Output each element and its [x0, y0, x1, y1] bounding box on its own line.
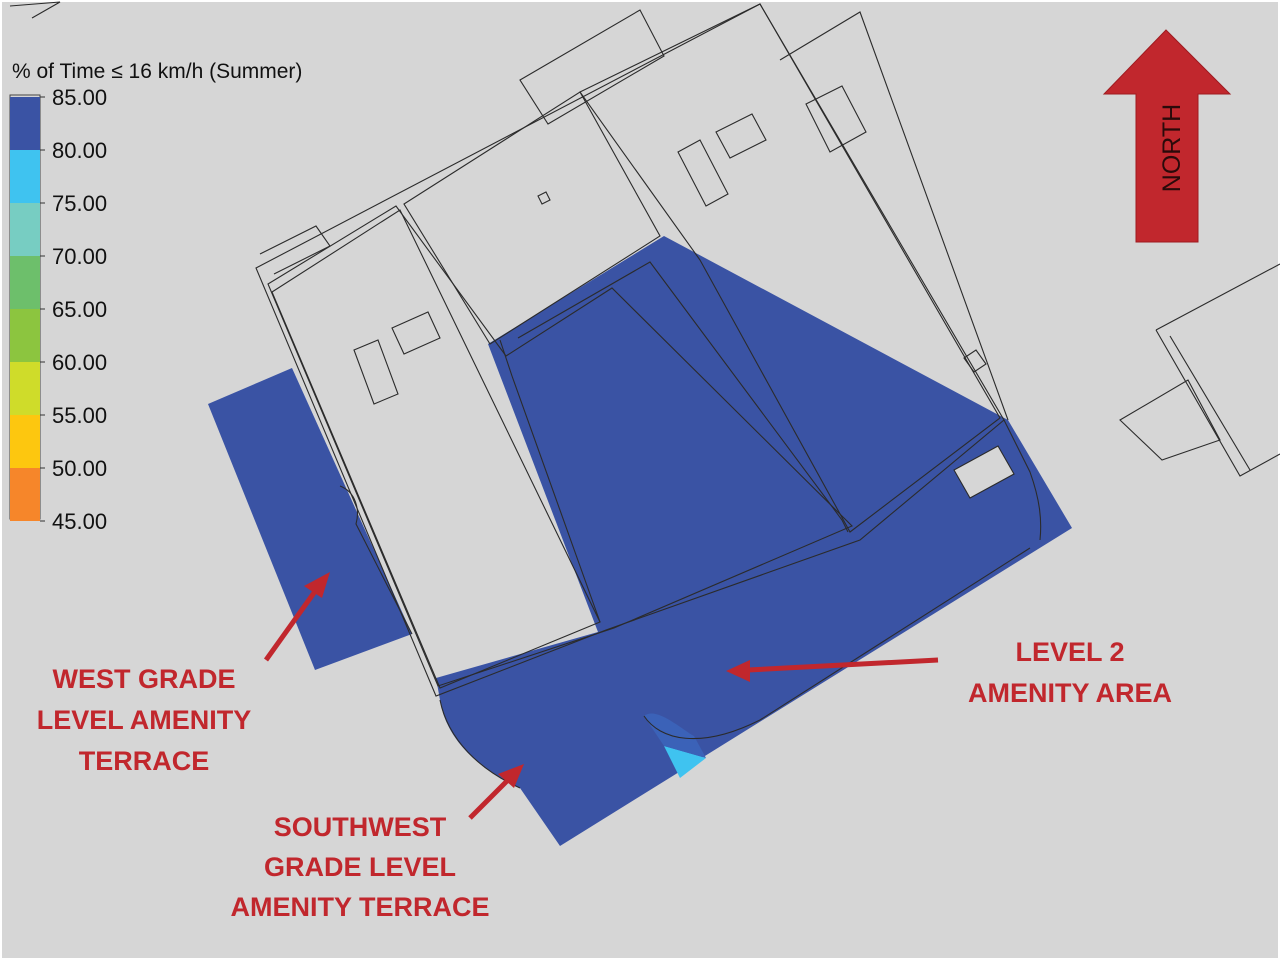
legend-swatch-7 [10, 468, 40, 521]
label-west-line-2: LEVEL AMENITY [37, 705, 252, 735]
wind-zones [208, 236, 1072, 846]
legend-label-7: 50.00 [52, 456, 107, 481]
legend-swatch-0 [10, 97, 40, 150]
legend-swatch-2 [10, 203, 40, 256]
outline-right-building-4 [1169, 335, 1251, 471]
outline-small-box-2 [391, 311, 441, 355]
zone-west-grade-terrace [208, 368, 412, 670]
legend-swatch-4 [10, 309, 40, 362]
label-level2-line-1: LEVEL 2 [1015, 637, 1124, 667]
legend-label-5: 60.00 [52, 350, 107, 375]
outline-middle-wing [403, 91, 661, 345]
label-level2-line-2: AMENITY AREA [968, 678, 1172, 708]
label-southwest-line-3: AMENITY TERRACE [230, 892, 489, 922]
outline-courtyard-edge [499, 339, 601, 623]
label-southwest-line-1: SOUTHWEST [274, 812, 447, 842]
outline-right-building-3 [1155, 329, 1280, 477]
legend-label-2: 75.00 [52, 191, 107, 216]
outline-right-building-1 [1119, 379, 1221, 461]
label-southwest-line-2: GRADE LEVEL [264, 852, 456, 882]
arrow-southwest-head [498, 764, 524, 788]
arrow-west-line [263, 588, 319, 662]
legend-label-8: 45.00 [52, 509, 107, 534]
arrow-west-head [304, 572, 330, 598]
arrow-level2-head [726, 660, 750, 682]
legend-swatch-6 [10, 415, 40, 468]
outline-small-box-4 [715, 113, 767, 159]
outline-west-rail [259, 225, 331, 275]
outline-small-box-1 [353, 339, 399, 405]
outline-stair-box [805, 85, 867, 153]
arrow-southwest-line [468, 778, 510, 820]
legend: % of Time ≤ 16 km/h (Summer) 85.00 80.00 7… [9, 60, 302, 534]
outline-east-tower [779, 11, 1009, 421]
annotation-labels: WEST GRADE LEVEL AMENITY TERRACE SOUTHWE… [37, 637, 1172, 922]
legend-swatch-5 [10, 362, 40, 415]
legend-label-4: 65.00 [52, 297, 107, 322]
north-arrow: NORTH [1102, 29, 1232, 243]
legend-swatches [10, 97, 40, 521]
building-outlines [9, 1, 1280, 789]
annotation-arrows [263, 572, 939, 820]
outline-east-wing [579, 3, 1001, 533]
arrow-level2-line [747, 657, 939, 673]
legend-title: % of Time ≤ 16 km/h (Summer) [12, 60, 302, 83]
legend-label-0: 85.00 [52, 85, 107, 110]
legend-label-6: 55.00 [52, 403, 107, 428]
outline-upper-rail [519, 9, 665, 125]
zone-light-blue-patch [664, 746, 706, 778]
zone-shade-patch [644, 713, 706, 758]
outline-east-edge [1003, 419, 1042, 541]
outline-small-box-6 [963, 349, 987, 373]
legend-label-3: 70.00 [52, 244, 107, 269]
outline-plaza-curve [643, 547, 1031, 740]
north-arrow-icon [1102, 29, 1232, 243]
outline-small-box-5 [537, 191, 551, 205]
outline-service-box [953, 445, 1015, 499]
outline-right-building-2 [1155, 263, 1280, 331]
label-west-line-1: WEST GRADE [52, 664, 235, 694]
zone-level2-amenity [436, 236, 1072, 846]
legend-swatch-3 [10, 256, 40, 309]
legend-swatch-1 [10, 150, 40, 203]
outline-top-left-fragment [9, 1, 61, 19]
legend-label-1: 80.00 [52, 138, 107, 163]
outline-inner-courtyard [517, 261, 849, 533]
label-west-line-3: TERRACE [79, 746, 210, 776]
outline-small-box-3 [677, 139, 729, 207]
north-label: NORTH [1158, 104, 1186, 192]
legend-labels: 85.00 80.00 75.00 70.00 65.00 60.00 55.00 50.00… [40, 85, 107, 534]
outline-west-terrace-edge [339, 485, 413, 635]
